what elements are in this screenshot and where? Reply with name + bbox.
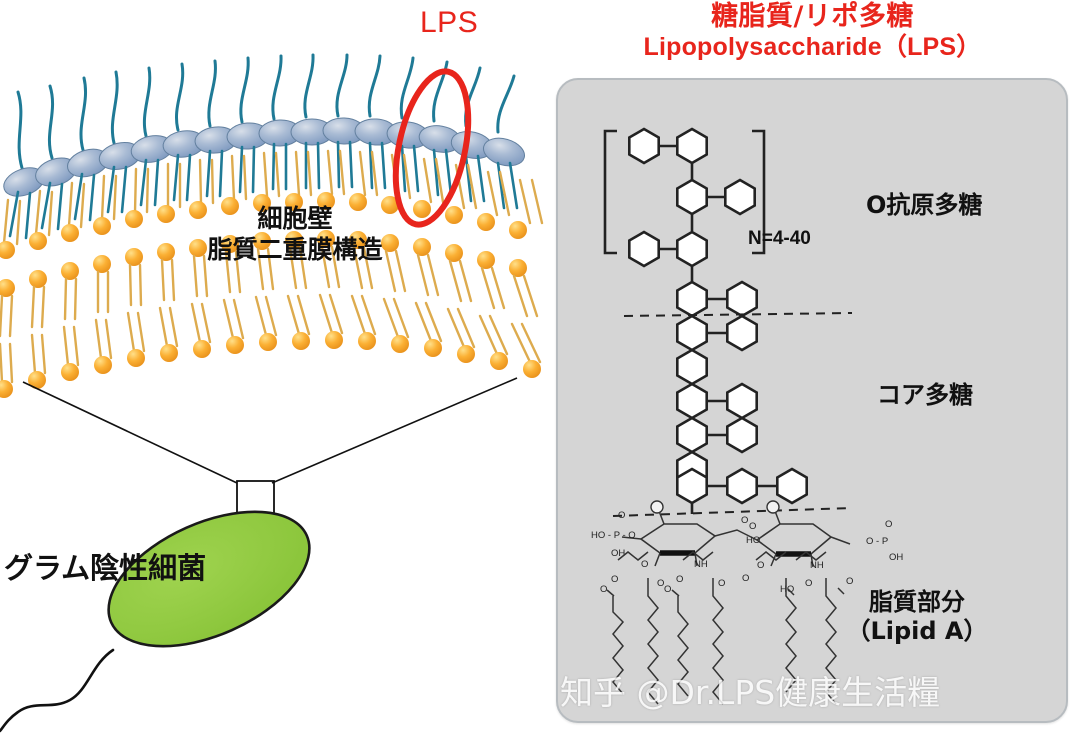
left-panel-svg <box>0 53 544 733</box>
zoom-callout-lines <box>22 377 518 484</box>
region-label-lipid-a: 脂質部分 （Lipid A） <box>846 588 987 646</box>
phospholipid-head-row-1 <box>0 192 527 259</box>
region-label-o-antigen: O抗原多糖 <box>866 191 983 219</box>
region-label-core-polysaccharide: コア多糖 <box>877 381 973 409</box>
phospholipid-head-row-3 <box>0 331 541 398</box>
bacterium-label: グラム陰性細菌 <box>4 551 207 585</box>
panel-title-jp: 糖脂質/リポ多糖 <box>711 1 914 32</box>
inner-membrane-upper-leaflet <box>0 230 539 338</box>
lps-head-group <box>3 117 526 197</box>
outer-membrane-lps-leaflet <box>3 53 526 240</box>
lps-highlight-ellipse <box>392 68 472 228</box>
outer-membrane-inner-leaflet <box>0 149 544 259</box>
flagellum <box>0 648 115 733</box>
bacterium-shape <box>0 510 311 733</box>
cell-wall-label-line1: 細胞壁 <box>257 204 333 233</box>
lps-structure-box <box>556 78 1068 723</box>
lipid-a-label-line1: 脂質部分 <box>868 588 965 616</box>
cell-wall-label: 細胞壁 脂質二重膜構造 <box>150 203 440 266</box>
lps-callout-label: LPS <box>420 6 479 39</box>
gram-negative-bacterium-illustration: LPS 細胞壁 脂質二重膜構造 グラム陰性細菌 <box>0 6 544 733</box>
inner-membrane-lower-leaflet <box>0 293 542 398</box>
cell-wall-label-line2: 脂質二重膜構造 <box>207 235 383 265</box>
phospholipid-head-row-2 <box>0 230 527 297</box>
panel-title: 糖脂質/リポ多糖 Lipopolysaccharide（LPS） <box>545 1 1080 61</box>
panel-title-en: Lipopolysaccharide（LPS） <box>643 32 982 61</box>
repeat-count-label: N=4-40 <box>748 228 811 249</box>
lps-molecular-structure-panel: 糖脂質/リポ多糖 Lipopolysaccharide（LPS） <box>545 0 1080 736</box>
lipid-a-label-line2: （Lipid A） <box>846 616 988 645</box>
